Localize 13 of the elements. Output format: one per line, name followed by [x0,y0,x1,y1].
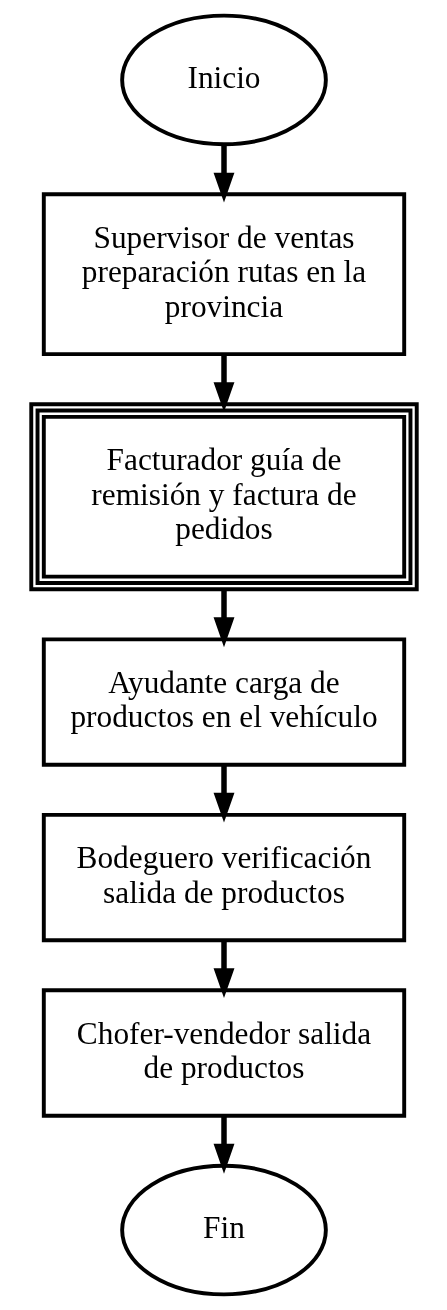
arrow [213,354,234,412]
arrow [213,589,234,648]
node-ellipse: Inicio [119,13,328,147]
arrow [213,144,234,203]
node-box: Chofer-vendedor salida de productos [41,988,406,1118]
node-box: Bodeguero verificación salida de productos [41,812,406,943]
node-ellipse: Fin [119,1163,328,1297]
arrow [213,764,234,823]
node-box: Facturador guía de remisión y factura de pedidos [28,402,419,592]
node-box: Supervisor de ventas preparación rutas en la provincia [41,192,406,357]
arrow [213,940,234,999]
arrow [213,1115,234,1174]
node-box: Ayudante carga de productos en el vehículo [41,637,406,767]
